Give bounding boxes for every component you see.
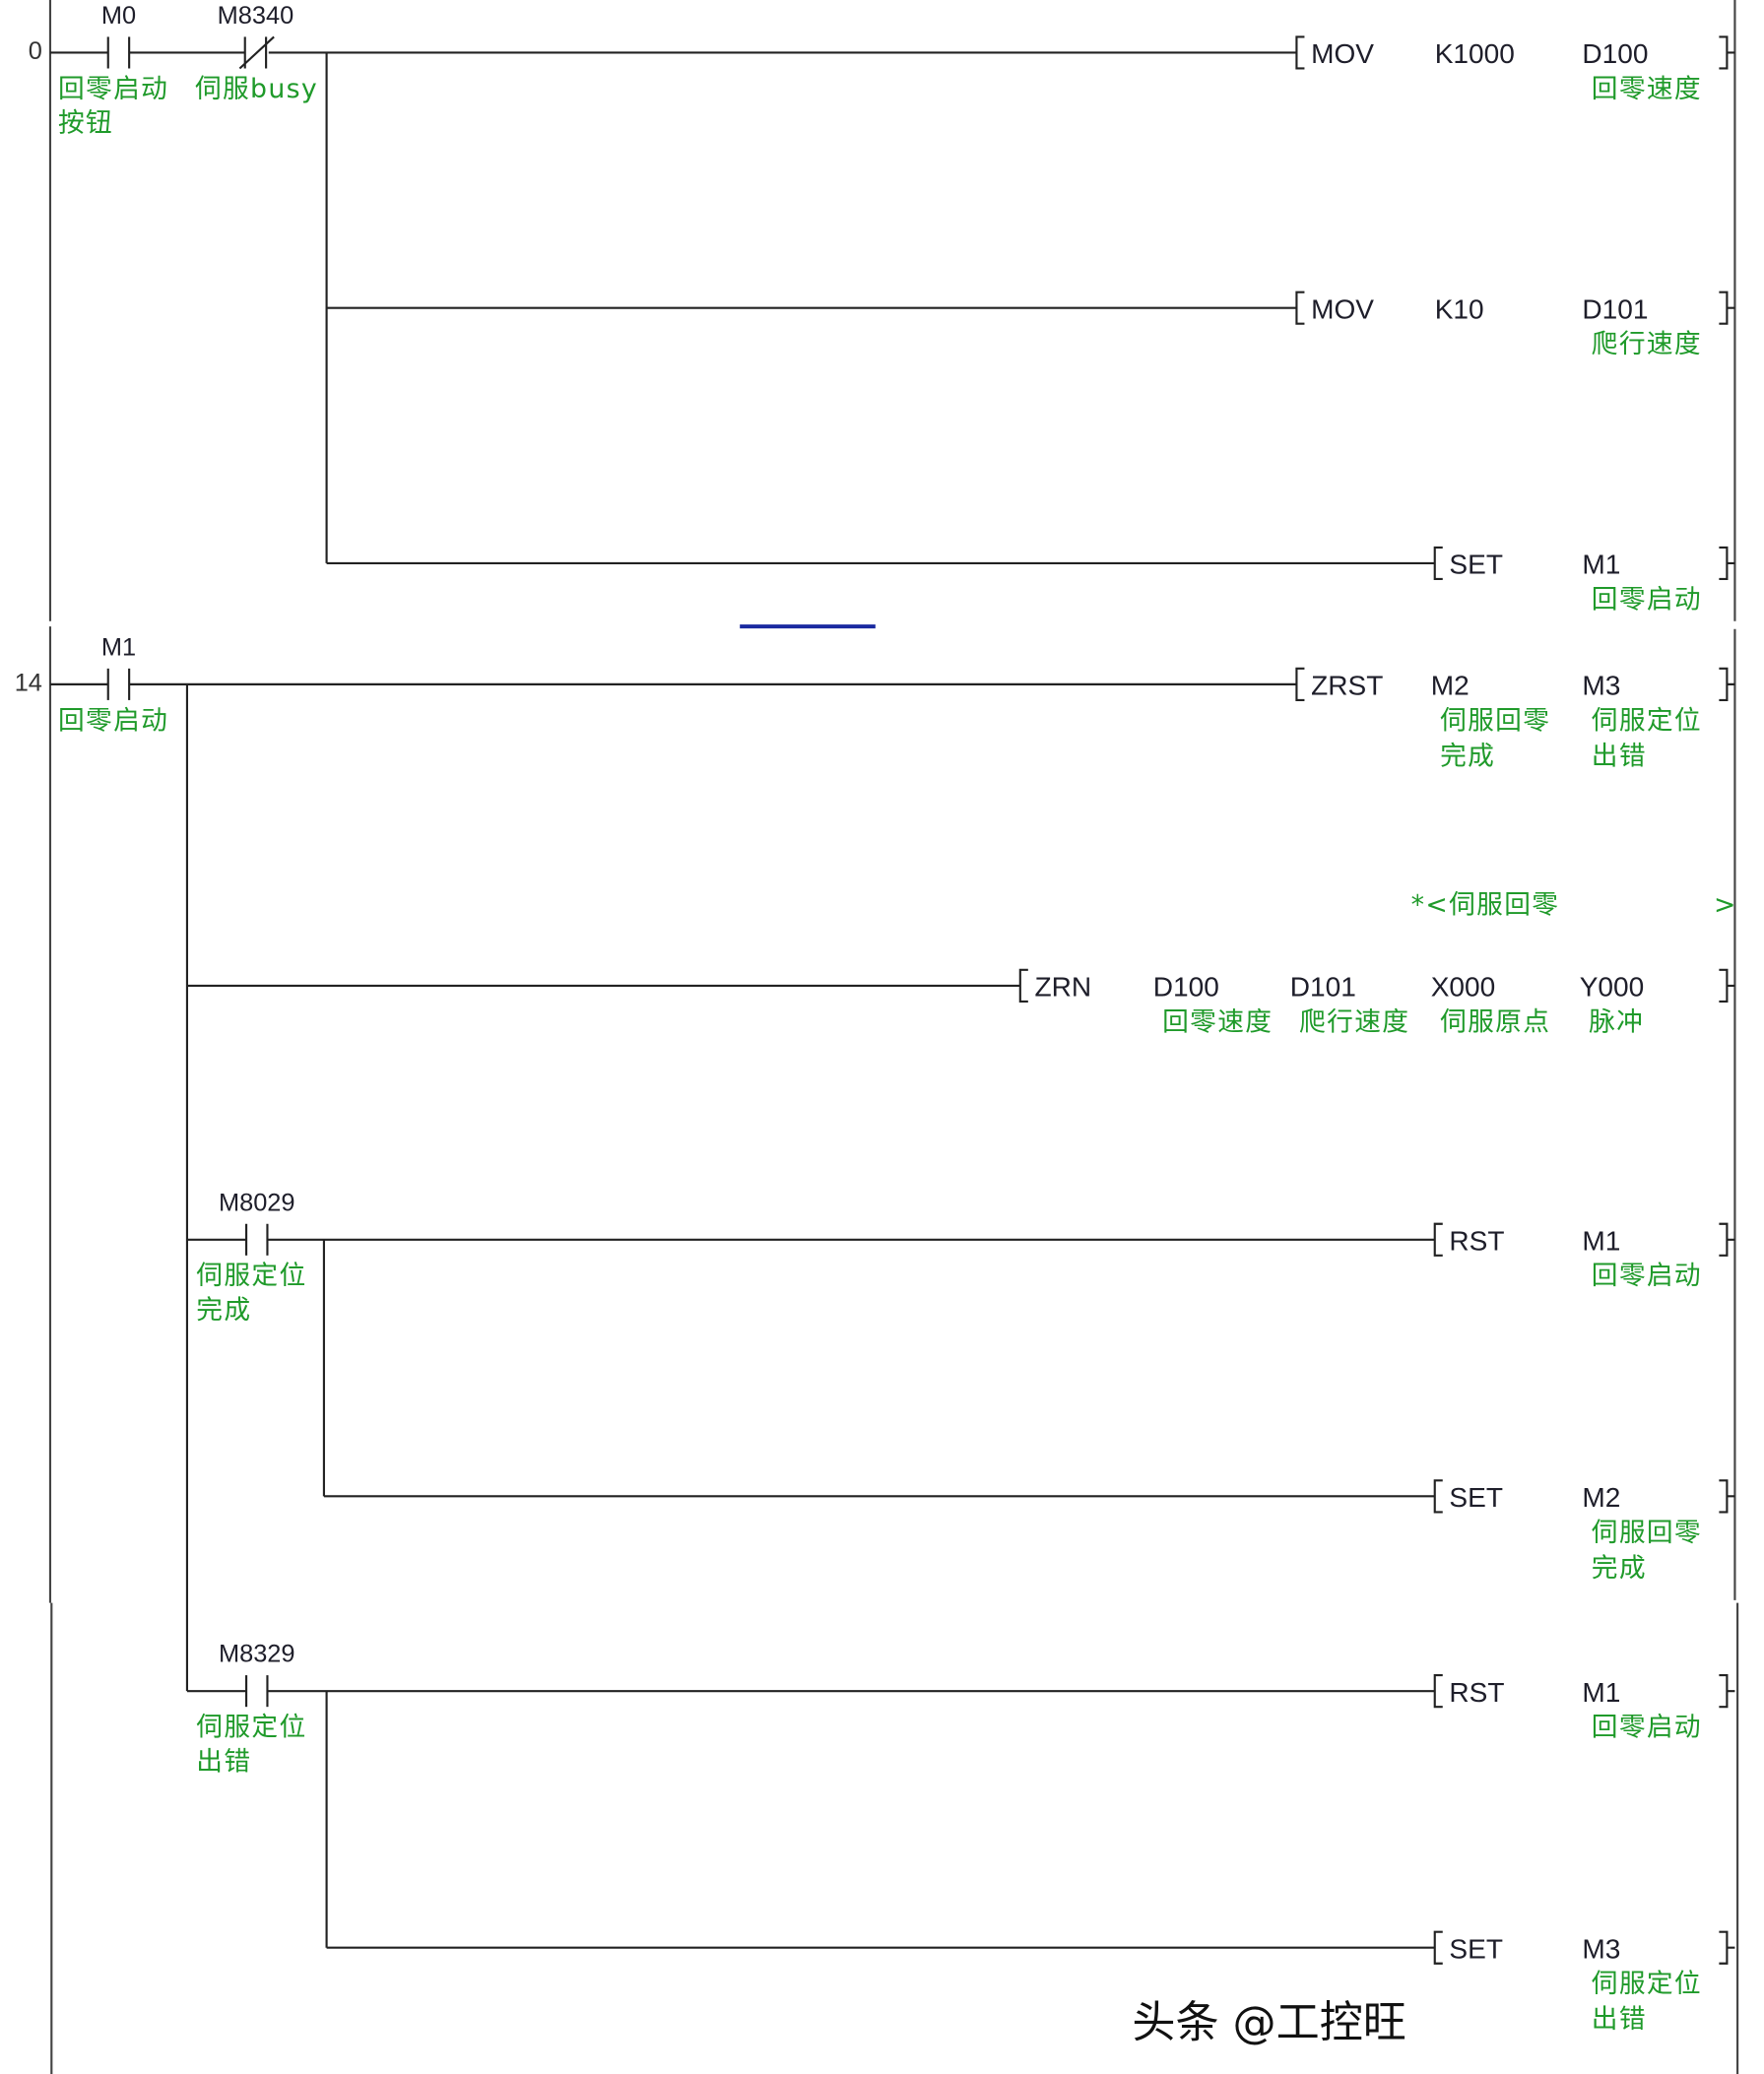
- open-bracket: [1433, 546, 1443, 581]
- operand: D100: [1582, 38, 1648, 69]
- open-bracket: [1433, 1222, 1443, 1257]
- instruction-rst[interactable]: RST M1 回零启动: [1433, 1674, 1735, 1743]
- operand-comment: 回零速度: [1592, 74, 1702, 104]
- device-comment: 完成: [196, 1295, 251, 1326]
- close-bracket: [1719, 968, 1735, 1003]
- operand: M1: [1582, 1225, 1620, 1256]
- device-comment: 出错: [196, 1746, 251, 1777]
- operand-comment: 爬行速度: [1299, 1006, 1409, 1037]
- instruction-mnemonic: RST: [1449, 1225, 1504, 1256]
- close-bracket: [1719, 546, 1735, 581]
- device-comment: 伺服定位: [196, 1713, 306, 1743]
- instruction-set[interactable]: SET M1 回零启动: [1433, 546, 1735, 615]
- close-bracket: [1719, 291, 1735, 325]
- instruction-mnemonic: SET: [1449, 1933, 1503, 1964]
- contact-device-label: M0: [101, 2, 136, 30]
- contact-device-label: M1: [101, 633, 136, 661]
- step-number: 14: [15, 670, 42, 697]
- close-bracket: [1719, 1479, 1735, 1514]
- operand: Y000: [1580, 972, 1645, 1003]
- operand: K1000: [1435, 38, 1515, 69]
- watermark: 头条 @工控旺: [1132, 1998, 1405, 2048]
- contact-device-label: M8029: [219, 1189, 295, 1216]
- operand-comment: 伺服回零: [1440, 705, 1550, 736]
- operand: M1: [1582, 1677, 1620, 1708]
- instruction-mnemonic: ZRST: [1311, 671, 1383, 701]
- operand-comment: 回零启动: [1592, 1713, 1702, 1743]
- operand: K10: [1435, 293, 1484, 324]
- operand-comment: 伺服定位: [1592, 705, 1702, 736]
- operand-comment: 完成: [1592, 1553, 1647, 1584]
- open-bracket: [1295, 291, 1305, 325]
- contact-device-label: M8340: [218, 2, 294, 30]
- statement-comment-end: >: [1714, 889, 1737, 920]
- device-comment: 伺服busy: [195, 74, 318, 104]
- device-comment: 回零启动: [58, 74, 168, 104]
- instruction-mnemonic: SET: [1449, 1482, 1503, 1513]
- operand-comment: 伺服定位: [1592, 1969, 1702, 1999]
- open-bracket: [1295, 667, 1305, 701]
- operand-comment: 脉冲: [1589, 1006, 1644, 1037]
- operand: M3: [1582, 1933, 1620, 1964]
- operand: D100: [1153, 972, 1219, 1003]
- operand-comment: 回零启动: [1592, 1261, 1702, 1291]
- operand-comment: 回零启动: [1592, 584, 1702, 615]
- operand-comment: 回零速度: [1162, 1006, 1273, 1037]
- instruction-mnemonic: ZRN: [1035, 972, 1092, 1003]
- operand: M2: [1582, 1482, 1620, 1513]
- operand: M2: [1431, 671, 1470, 701]
- operand-comment: 出错: [1592, 741, 1647, 771]
- operand-comment: 完成: [1440, 741, 1495, 771]
- open-bracket: [1433, 1930, 1443, 1965]
- operand: M3: [1582, 671, 1620, 701]
- operand: D101: [1290, 972, 1356, 1003]
- instruction-mnemonic: MOV: [1311, 293, 1374, 324]
- instruction-rst[interactable]: RST M1 回零启动: [1433, 1222, 1735, 1291]
- instruction-mov[interactable]: MOV K10 D101 爬行速度: [1295, 291, 1735, 359]
- close-bracket: [1719, 1930, 1735, 1965]
- statement-comment: *<伺服回零: [1411, 889, 1560, 920]
- operand-comment: 伺服原点: [1440, 1006, 1550, 1037]
- operand-comment: 伺服回零: [1592, 1518, 1702, 1548]
- instruction-mov[interactable]: MOV K1000 D100 回零速度: [1295, 35, 1735, 104]
- instruction-mnemonic: SET: [1449, 550, 1503, 580]
- instruction-mnemonic: RST: [1449, 1677, 1504, 1708]
- device-comment: 回零启动: [58, 705, 168, 736]
- nc-contact-m8340[interactable]: M8340 伺服busy: [195, 2, 318, 104]
- close-bracket: [1719, 1674, 1735, 1709]
- contact-device-label: M8329: [219, 1641, 295, 1668]
- step-number: 0: [29, 37, 42, 65]
- close-bracket: [1719, 35, 1735, 70]
- open-bracket: [1018, 968, 1028, 1003]
- right-power-rail: [1733, 0, 1739, 2074]
- device-comment: 按钮: [58, 108, 113, 139]
- open-bracket: [1433, 1479, 1443, 1514]
- no-contact-m1[interactable]: M1 回零启动: [58, 633, 168, 736]
- instruction-mnemonic: MOV: [1311, 38, 1374, 69]
- wires: [49, 51, 1435, 1949]
- open-bracket: [1295, 35, 1305, 70]
- open-bracket: [1433, 1674, 1443, 1709]
- operand-comment: 出错: [1592, 2004, 1647, 2035]
- operand: X000: [1431, 972, 1496, 1003]
- operand-comment: 爬行速度: [1592, 329, 1702, 359]
- device-comment: 伺服定位: [196, 1261, 306, 1291]
- operand: D101: [1582, 293, 1648, 324]
- close-bracket: [1719, 1222, 1735, 1257]
- operand: M1: [1582, 550, 1620, 580]
- close-bracket: [1719, 667, 1735, 701]
- left-power-rail: [48, 0, 53, 2074]
